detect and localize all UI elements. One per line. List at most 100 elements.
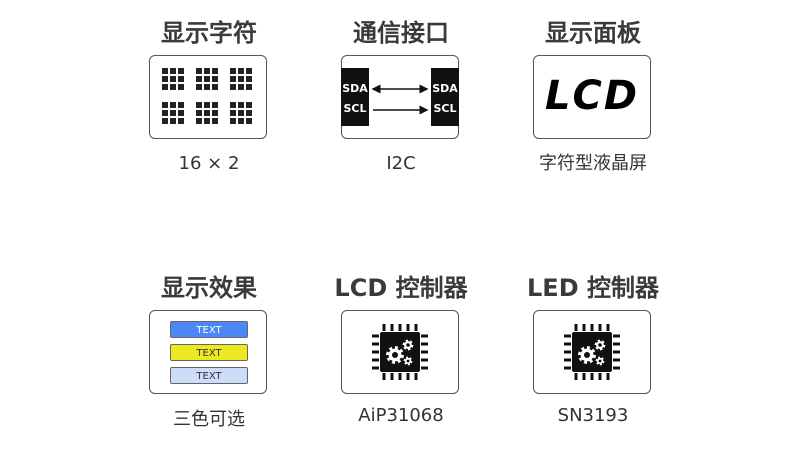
character-pixel — [238, 110, 244, 116]
character-pixel — [178, 84, 184, 90]
character-pixel — [230, 118, 236, 124]
character-pixel — [212, 102, 218, 108]
character-pixel — [162, 118, 168, 124]
chip-pin — [382, 324, 386, 331]
chip-pin — [421, 366, 428, 370]
right-pin-sda: SDA — [432, 82, 458, 95]
color-options-box: TEXT TEXT TEXT — [149, 310, 267, 394]
feature-caption: AiP31068 — [358, 405, 444, 426]
chip-pin — [574, 373, 578, 380]
character-pixel — [162, 110, 168, 116]
character-pixel — [204, 110, 210, 116]
character-pixel — [238, 68, 244, 74]
character-pixel — [212, 118, 218, 124]
left-pin-scl: SCL — [343, 102, 367, 115]
processor-gear-icon-graphic — [564, 324, 620, 380]
left-chip: SDA SCL — [341, 68, 369, 126]
character-pixel — [204, 102, 210, 108]
chip-pin — [564, 342, 571, 346]
chip-pin — [398, 373, 402, 380]
character-pixel — [196, 110, 202, 116]
feature-caption: I2C — [386, 153, 416, 174]
character-pixel — [246, 110, 252, 116]
chip-pin — [598, 324, 602, 331]
chip-pin — [613, 350, 620, 354]
chip-pin — [582, 324, 586, 331]
chip-pin — [598, 373, 602, 380]
processor-gear-icon — [533, 310, 651, 394]
chip-pin — [390, 373, 394, 380]
processor-gear-icon-graphic — [372, 324, 428, 380]
feature-caption: 16 × 2 — [178, 153, 240, 174]
feature-title: 显示字符 — [161, 19, 257, 47]
character-pixel — [246, 68, 252, 74]
i2c-interface-diagram: SDA SCL SDA SCL — [341, 55, 459, 139]
chip-pin — [421, 342, 428, 346]
character-pixel — [170, 102, 176, 108]
chip-pin — [564, 366, 571, 370]
chip-pin — [372, 366, 379, 370]
chip-pin — [421, 350, 428, 354]
chip-pin — [606, 373, 610, 380]
character-pixel — [246, 118, 252, 124]
chip-pin — [606, 324, 610, 331]
chip-pin — [613, 366, 620, 370]
chip-pin — [372, 350, 379, 354]
character-pixel — [238, 84, 244, 90]
color-option-blue: TEXT — [170, 321, 248, 338]
chip-pin — [590, 373, 594, 380]
chip-pin — [574, 324, 578, 331]
character-pixel — [204, 68, 210, 74]
feature-caption: 三色可选 — [173, 409, 245, 430]
character-pixel — [178, 68, 184, 74]
feature-caption: SN3193 — [557, 405, 629, 426]
character-pixel — [230, 110, 236, 116]
chip-pin — [382, 373, 386, 380]
character-pixel — [170, 68, 176, 74]
character-pixel — [230, 102, 236, 108]
chip-pin — [421, 358, 428, 362]
chip-pin — [564, 358, 571, 362]
lcd-logo-box: LCD — [533, 55, 651, 139]
character-grid-icon — [149, 55, 267, 139]
character-pixel — [212, 84, 218, 90]
chip-pin — [421, 334, 428, 338]
gear-hole — [392, 352, 398, 358]
character-pixel — [196, 76, 202, 82]
left-pin-sda: SDA — [342, 82, 368, 95]
gear-hole — [584, 352, 590, 358]
gear-hole — [598, 343, 602, 347]
character-pixel — [238, 76, 244, 82]
character-pixel — [212, 68, 218, 74]
right-chip: SDA SCL — [431, 68, 459, 126]
right-pin-scl: SCL — [433, 102, 457, 115]
character-pixel — [238, 118, 244, 124]
character-pixel — [170, 118, 176, 124]
character-pixel — [178, 102, 184, 108]
chip-pin — [372, 358, 379, 362]
character-pixel — [212, 76, 218, 82]
processor-gear-icon — [341, 310, 459, 394]
feature-title: LED 控制器 — [527, 274, 659, 302]
character-pixel — [162, 68, 168, 74]
character-pixel — [246, 76, 252, 82]
feature-title: 通信接口 — [353, 19, 449, 47]
character-pixel — [178, 76, 184, 82]
character-pixel — [230, 68, 236, 74]
chip-pin — [590, 324, 594, 331]
character-pixel — [230, 76, 236, 82]
color-option-white: TEXT — [170, 367, 248, 384]
signal-arrows — [371, 84, 429, 115]
chip-pin — [564, 334, 571, 338]
character-pixel — [204, 76, 210, 82]
lcd-logo: LCD — [544, 73, 640, 119]
character-pixel — [162, 102, 168, 108]
color-option-yellow: TEXT — [170, 344, 248, 361]
chip-pin — [414, 324, 418, 331]
character-pixel — [204, 118, 210, 124]
chip-pin — [406, 373, 410, 380]
chip-pin — [414, 373, 418, 380]
gear-hole — [406, 359, 410, 363]
chip-pin — [406, 324, 410, 331]
gear-hole — [598, 359, 602, 363]
